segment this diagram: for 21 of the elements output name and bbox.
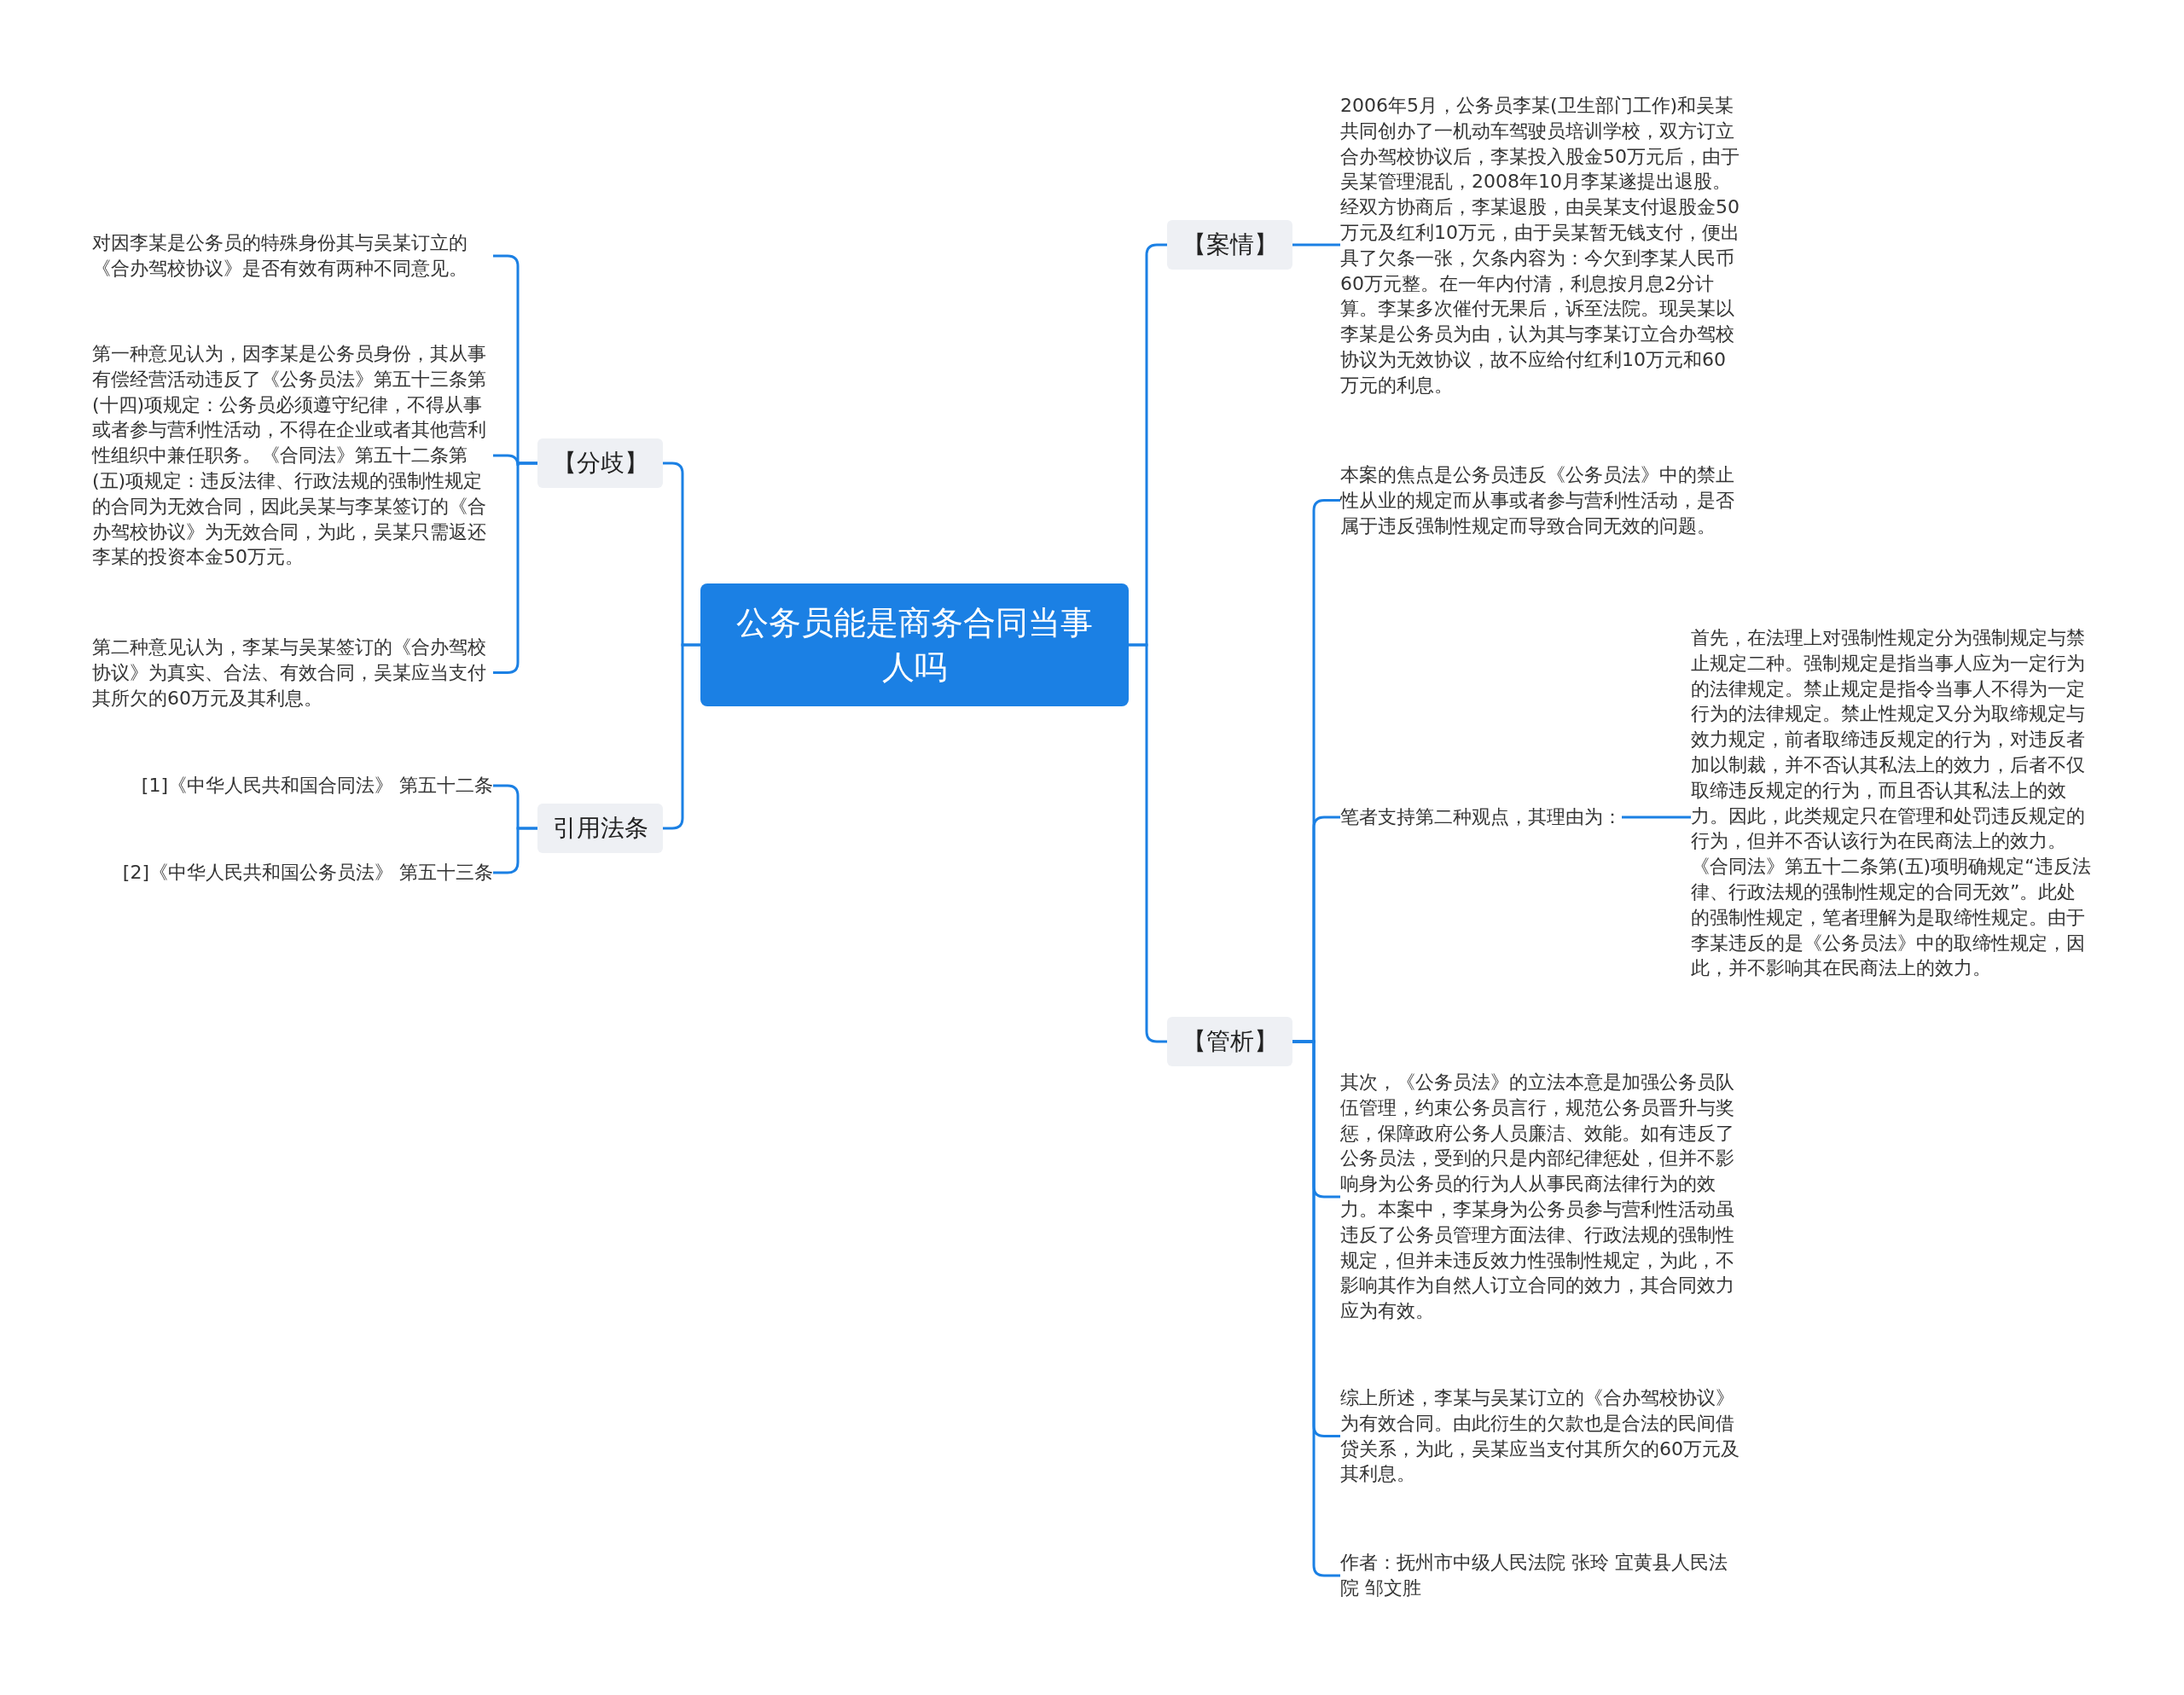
branch-topic-box: 【案情】 bbox=[1167, 220, 1292, 270]
topic-text: 综上所述，李某与吴某订立的《合办驾校协议》为有效合同。由此衍生的欠款也是合法的民间借贷关系，为此，吴某应当支付其所欠的60万元及其利息。 bbox=[1340, 1385, 1743, 1488]
topic-text: 对因李某是公务员的特殊身份其与吴某订立的《合办驾校协议》是否有效有两种不同意见。 bbox=[92, 230, 493, 282]
topic-text: 首先，在法理上对强制性规定分为强制规定与禁止规定二种。强制规定是指当事人应为一定行为的法律规定。禁止规定是指令当事人不得为一定行为的法律规定。禁止性规定又分为取缔规定与效力规定，前者取缔违反规定的行为，对违反者加以制裁，并不否认其私法上的效力，后者不仅取缔违反规定的行为，而且否认其私法上的效力。因此，此类规定只在管理和处罚违反规定的行为，但并不否认该行为在民商法上的效力。《合同法》第五十二条第(五)项明确规定“违反法律、行政法规的强制性规定的合同无效”。此处的强制性规定，笔者理解为是取缔性规定。由于李某违反的是《公务员法》中的取缔性规定，因此，并不影响其在民商法上的效力。 bbox=[1691, 625, 2094, 982]
connector-line bbox=[1622, 816, 1691, 819]
topic-text: [1]《中华人民共和国合同法》 第五十二条 bbox=[85, 773, 493, 798]
connector-line bbox=[1129, 643, 1167, 1043]
branch-topic-box: 【分歧】 bbox=[537, 438, 663, 488]
topic-text: 笔者支持第二种观点，其理由为： bbox=[1340, 804, 1622, 830]
connector-line bbox=[663, 643, 700, 830]
topic-text: 2006年5月，公务员李某(卫生部门工作)和吴某共同创办了一机动车驾驶员培训学校，双方订立合办驾校协议后，李某投入股金50万元后，由于吴某管理混乱，2008年10月李某遂提出退股。经双方协商后，李某退股，由吴某支付退股金50万元及红利10万元，由于吴某暂无钱支付，便出具了欠条一张，欠条内容为：今欠到李某人民币60万元整。在一年内付清，利息按月息2分计算。李某多次催付无果后，诉至法院。现吴某以李某是公务员为由，认为其与李某订立合办驾校协议为无效协议，故不应给付红利10万元和60万元的利息。 bbox=[1340, 93, 1743, 398]
branch-topic-box: 引用法条 bbox=[537, 804, 663, 853]
topic-text: 本案的焦点是公务员违反《公务员法》中的禁止性从业的规定而从事或者参与营利性活动，是否属于违反强制性规定而导致合同无效的问题。 bbox=[1340, 462, 1743, 539]
topic-text: [2]《中华人民共和国公务员法》 第五十三条 bbox=[85, 860, 493, 885]
topic-text: 第二种意见认为，李某与吴某签订的《合办驾校协议》为真实、合法、有效合同，吴某应当支付其所欠的60万元及其利息。 bbox=[92, 635, 493, 711]
central-topic-box: 公务员能是商务合同当事人吗 bbox=[700, 583, 1129, 706]
connector-line bbox=[1292, 243, 1340, 247]
topic-text: 作者：抚州市中级人民法院 张玲 宜黄县人民法院 邹文胜 bbox=[1340, 1550, 1743, 1601]
topic-text: 其次，《公务员法》的立法本意是加强公务员队伍管理，约束公务员言行，规范公务员晋升与奖惩，保障政府公务人员廉洁、效能。如有违反了公务员法，受到的只是内部纪律惩处，但并不影响身为公务员的行为人从事民商法律行为的效力。本案中，李某身为公务员参与营利性活动虽违反了公务员管理方面法律、行政法规的强制性规定，但并未违反效力性强制性规定，为此，不影响其作为自然人订立合同的效力，其合同效力应为有效。 bbox=[1340, 1070, 1743, 1324]
branch-topic-box: 【管析】 bbox=[1167, 1017, 1292, 1066]
topic-text: 第一种意见认为，因李某是公务员身份，其从事有偿经营活动违反了《公务员法》第五十三条第(十四)项规定：公务员必须遵守纪律，不得从事或者参与营利性活动，不得在企业或者其他营利性组织中兼任职务。《合同法》第五十二条第(五)项规定：违反法律、行政法规的强制性规定的合同为无效合同，因此吴某与李某签订的《合办驾校协议》为无效合同，为此，吴某只需返还李某的投资本金50万元。 bbox=[92, 341, 493, 571]
